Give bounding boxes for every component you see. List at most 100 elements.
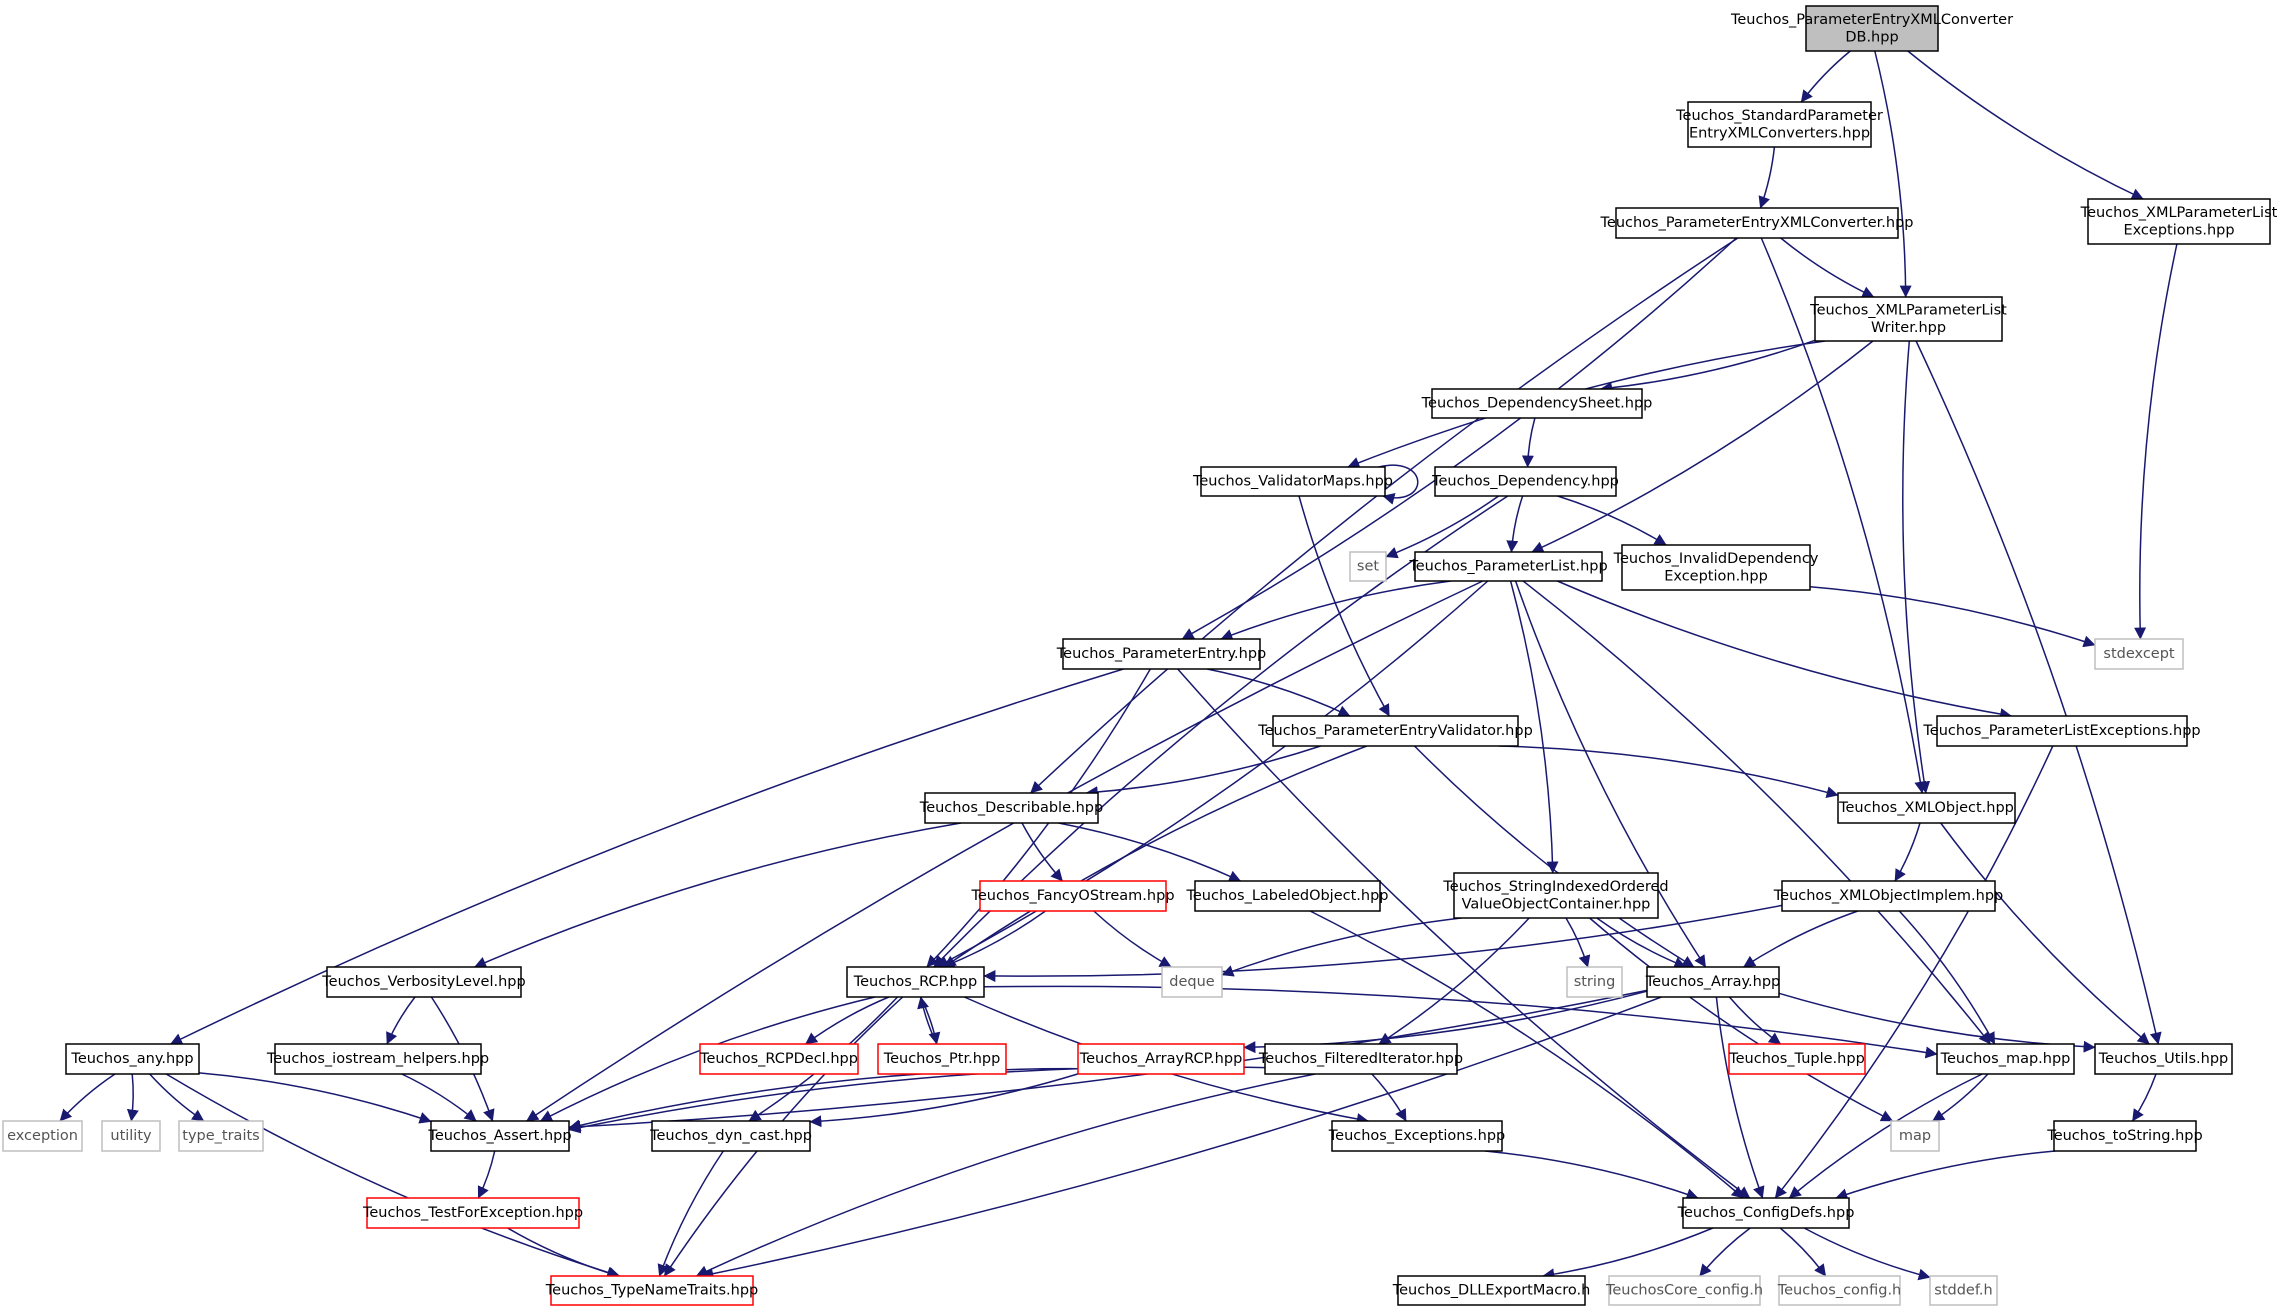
node-xmlobject[interactable]: Teuchos_XMLObject.hpp — [1837, 792, 2016, 824]
node-utils[interactable]: Teuchos_Utils.hpp — [2094, 1043, 2233, 1075]
node-box-ptr — [877, 1043, 1007, 1075]
node-label-stdconv: Teuchos_StandardParameter — [1675, 108, 1883, 124]
node-describable[interactable]: Teuchos_Describable.hpp — [919, 792, 1103, 824]
node-pexmlconv[interactable]: Teuchos_ParameterEntryXMLConverter.hpp — [1600, 207, 1914, 239]
node-box-exception — [2, 1120, 83, 1152]
node-label-arrayrcp: Teuchos_ArrayRCP.hpp — [1079, 1051, 1243, 1067]
node-label-filtered: Teuchos_FilteredIterator.hpp — [1258, 1051, 1463, 1067]
edge-xmlplwriter-to-depsheet — [1600, 339, 1816, 394]
edge-array-to-configdefs — [1715, 996, 1765, 1199]
node-coreconfig: TeuchosCore_config.h — [1605, 1275, 1763, 1306]
node-box-fancyostream — [979, 880, 1167, 912]
node-any[interactable]: Teuchos_any.hpp — [65, 1043, 200, 1075]
node-box-pevalidator — [1272, 715, 1519, 747]
node-ptr[interactable]: Teuchos_Ptr.hpp — [877, 1043, 1007, 1075]
node-plexc[interactable]: Teuchos_ParameterListExceptions.hpp — [1922, 715, 2201, 747]
node-depsheet[interactable]: Teuchos_DependencySheet.hpp — [1421, 388, 1653, 419]
nodes-layer: Teuchos_ParameterEntryXMLConverterDB.hpp… — [2, 5, 2278, 1306]
edge-any-to-exception — [59, 1073, 116, 1122]
node-dependency[interactable]: Teuchos_Dependency.hpp — [1431, 466, 1619, 497]
edge-xmlobjimplem-to-maphpp — [1898, 910, 1996, 1045]
node-exceptions[interactable]: Teuchos_Exceptions.hpp — [1328, 1120, 1505, 1152]
node-label-configdefs: Teuchos_ConfigDefs.hpp — [1677, 1205, 1855, 1221]
node-label-ptr: Teuchos_Ptr.hpp — [883, 1051, 1001, 1067]
edge-ptr-to-rcp — [917, 996, 938, 1045]
node-assert[interactable]: Teuchos_Assert.hpp — [427, 1120, 572, 1152]
node-pevalidator[interactable]: Teuchos_ParameterEntryValidator.hpp — [1257, 715, 1533, 747]
node-label-deque: deque — [1169, 974, 1215, 990]
edge-pevalidator-to-rcp — [943, 745, 1368, 968]
edge-validatormaps-to-pevalidator — [1298, 495, 1390, 717]
node-label-invdep: Teuchos_InvalidDependency — [1613, 551, 1819, 567]
node-labeledobject[interactable]: Teuchos_LabeledObject.hpp — [1185, 880, 1389, 912]
node-box-describable — [924, 792, 1099, 824]
node-fancyostream[interactable]: Teuchos_FancyOStream.hpp — [970, 880, 1175, 912]
node-exception: exception — [2, 1120, 83, 1152]
node-tostring[interactable]: Teuchos_toString.hpp — [2046, 1120, 2203, 1152]
node-maphpp[interactable]: Teuchos_map.hpp — [1936, 1043, 2075, 1075]
edge-filtered-to-exceptions — [1371, 1073, 1407, 1122]
edge-maphpp-to-configdefs — [1788, 1073, 1983, 1199]
node-box-plexc — [1936, 715, 2188, 747]
node-verbosity[interactable]: Teuchos_VerbosityLevel.hpp — [321, 966, 526, 998]
edge-paramlist-to-sivoc — [1509, 580, 1559, 874]
edge-describable-to-labeledobject — [1058, 822, 1242, 882]
node-box-dyncast — [651, 1120, 811, 1152]
edge-array-to-tuple — [1728, 996, 1782, 1045]
node-tuple[interactable]: Teuchos_Tuple.hpp — [1728, 1043, 1866, 1075]
node-utility: utility — [101, 1120, 161, 1152]
edge-xmlobject-to-xmlobjimplem — [1894, 822, 1921, 882]
edges-layer — [59, 50, 2178, 1281]
node-box-testforexc — [366, 1197, 580, 1229]
node-rcpdecl[interactable]: Teuchos_RCPDecl.hpp — [699, 1043, 859, 1075]
node-box-iostreamhelpers — [274, 1043, 482, 1075]
node-label-tostring: Teuchos_toString.hpp — [2046, 1128, 2202, 1144]
node-label-exception: exception — [7, 1128, 78, 1144]
node-set: set — [1349, 551, 1387, 582]
node-typetraits: type_traits — [178, 1120, 264, 1152]
node-configdefs[interactable]: Teuchos_ConfigDefs.hpp — [1677, 1197, 1855, 1229]
node-box-map — [1890, 1120, 1940, 1152]
node-label-dyncast: Teuchos_dyn_cast.hpp — [649, 1128, 812, 1144]
edge-rcp-to-rcpdecl — [805, 996, 890, 1045]
node-array[interactable]: Teuchos_Array.hpp — [1645, 966, 1781, 998]
node-paramentry[interactable]: Teuchos_ParameterEntry.hpp — [1056, 638, 1267, 670]
node-label-assert: Teuchos_Assert.hpp — [427, 1128, 571, 1144]
node-dllexport[interactable]: Teuchos_DLLExportMacro.h — [1392, 1275, 1591, 1306]
node-dyncast[interactable]: Teuchos_dyn_cast.hpp — [649, 1120, 812, 1152]
node-validatormaps[interactable]: Teuchos_ValidatorMaps.hpp — [1192, 466, 1393, 497]
node-filtered[interactable]: Teuchos_FilteredIterator.hpp — [1258, 1043, 1463, 1075]
edge-dependency-to-invdep — [1557, 495, 1667, 546]
edge-depsheet-to-dependency — [1521, 417, 1536, 468]
node-box-sivoc — [1453, 872, 1659, 919]
node-arrayrcp[interactable]: Teuchos_ArrayRCP.hpp — [1077, 1043, 1245, 1075]
edge-dependency-to-paramlist — [1506, 495, 1524, 553]
edge-paramlist-to-plexc — [1557, 580, 2013, 720]
edge-utils-to-tostring — [2131, 1073, 2157, 1122]
node-typenametraits[interactable]: Teuchos_TypeNameTraits.hpp — [545, 1275, 758, 1306]
node-paramlist[interactable]: Teuchos_ParameterList.hpp — [1408, 551, 1608, 582]
node-box-dllexport — [1397, 1275, 1586, 1306]
node-label-stdconv: EntryXMLConverters.hpp — [1689, 125, 1870, 141]
node-box-invdep — [1621, 544, 1811, 591]
node-sivoc[interactable]: Teuchos_StringIndexedOrderedValueObjectC… — [1442, 872, 1669, 919]
node-testforexc[interactable]: Teuchos_TestForException.hpp — [362, 1197, 583, 1229]
node-stdconv[interactable]: Teuchos_StandardParameterEntryXMLConvert… — [1675, 101, 1883, 148]
node-label-rcp: Teuchos_RCP.hpp — [853, 974, 978, 990]
edge-paramentry-to-pevalidator — [1206, 668, 1351, 717]
node-box-array — [1646, 966, 1780, 998]
node-iostreamhelpers[interactable]: Teuchos_iostream_helpers.hpp — [266, 1043, 489, 1075]
node-xmlobjimplem[interactable]: Teuchos_XMLObjectImplem.hpp — [1773, 880, 2003, 912]
node-box-verbosity — [326, 966, 522, 998]
node-label-utility: utility — [110, 1128, 152, 1144]
node-label-xmlplwriter: Teuchos_XMLParameterList — [1809, 302, 2007, 318]
node-rcp[interactable]: Teuchos_RCP.hpp — [846, 966, 985, 998]
node-label-rcpdecl: Teuchos_RCPDecl.hpp — [699, 1051, 858, 1067]
edge-verbosity-to-iostreamhelpers — [386, 996, 416, 1045]
node-label-typenametraits: Teuchos_TypeNameTraits.hpp — [545, 1283, 758, 1299]
edge-paramlist-to-array — [1514, 580, 1707, 968]
